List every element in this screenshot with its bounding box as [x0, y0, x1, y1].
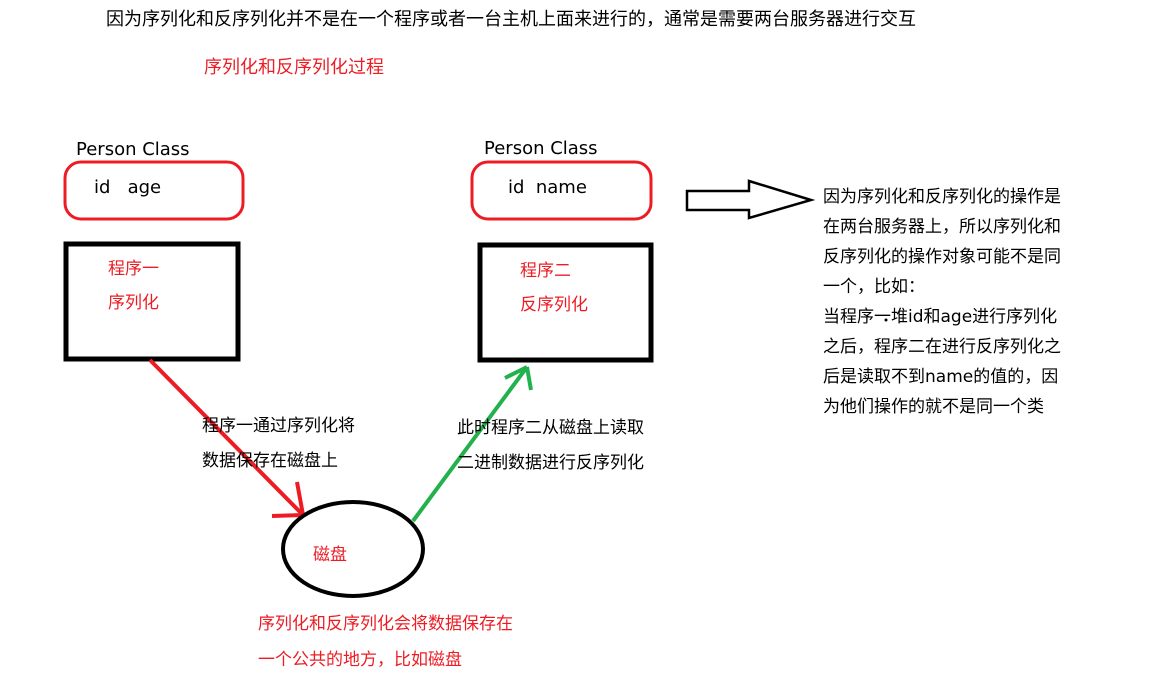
note-line: 为他们操作的就不是同一个类	[823, 397, 1044, 417]
program-two-name: 程序二	[520, 261, 571, 281]
note-line: 之后，程序二在进行反序列化之	[823, 337, 1061, 357]
program-one-name: 程序一	[108, 259, 159, 279]
disk-caption-line2: 一个公共的地方，比如磁盘	[258, 650, 462, 670]
deserialize-label-line2: 二进制数据进行反序列化	[457, 453, 644, 473]
right-class-box	[470, 160, 653, 221]
right-block-arrow-icon	[685, 179, 816, 220]
program-one-box	[63, 241, 241, 362]
right-class-fields: id name	[508, 177, 587, 198]
left-class-fields: id age	[94, 177, 162, 198]
note-line: 当程序一堆id和age进行序列化	[823, 307, 1058, 327]
disk-caption-line1: 序列化和反序列化会将数据保存在	[258, 614, 513, 634]
serialize-label-line1: 程序一通过序列化将	[202, 416, 355, 436]
disk-label: 磁盘	[313, 545, 347, 565]
left-class-title: Person Class	[76, 139, 190, 160]
disk-ellipse	[281, 500, 425, 598]
program-two-action: 反序列化	[520, 295, 588, 315]
note-line: 反序列化的操作对象可能不是同	[823, 247, 1061, 267]
serialize-label-line2: 数据保存在磁盘上	[202, 451, 338, 471]
stray-dot	[884, 318, 888, 322]
serialize-arrow-icon	[148, 358, 305, 518]
note-line: 后是读取不到name的值的，因	[823, 367, 1059, 387]
left-class-box	[63, 160, 245, 221]
note-line: 在两台服务器上，所以序列化和	[823, 217, 1061, 237]
program-two-box	[477, 242, 654, 363]
right-class-title: Person Class	[484, 138, 598, 159]
deserialize-arrow-icon	[411, 365, 533, 523]
diagram-subtitle: 序列化和反序列化过程	[204, 57, 384, 78]
note-line: 因为序列化和反序列化的操作是	[823, 187, 1061, 207]
deserialize-label-line1: 此时程序二从磁盘上读取	[457, 418, 644, 438]
program-one-action: 序列化	[108, 293, 159, 313]
explanation-note: 因为序列化和反序列化的操作是 在两台服务器上，所以序列化和 反序列化的操作对象可…	[823, 182, 1061, 422]
intro-text: 因为序列化和反序列化并不是在一个程序或者一台主机上面来进行的，通常是需要两台服务…	[106, 9, 916, 30]
note-line: 一个，比如：	[823, 277, 925, 297]
